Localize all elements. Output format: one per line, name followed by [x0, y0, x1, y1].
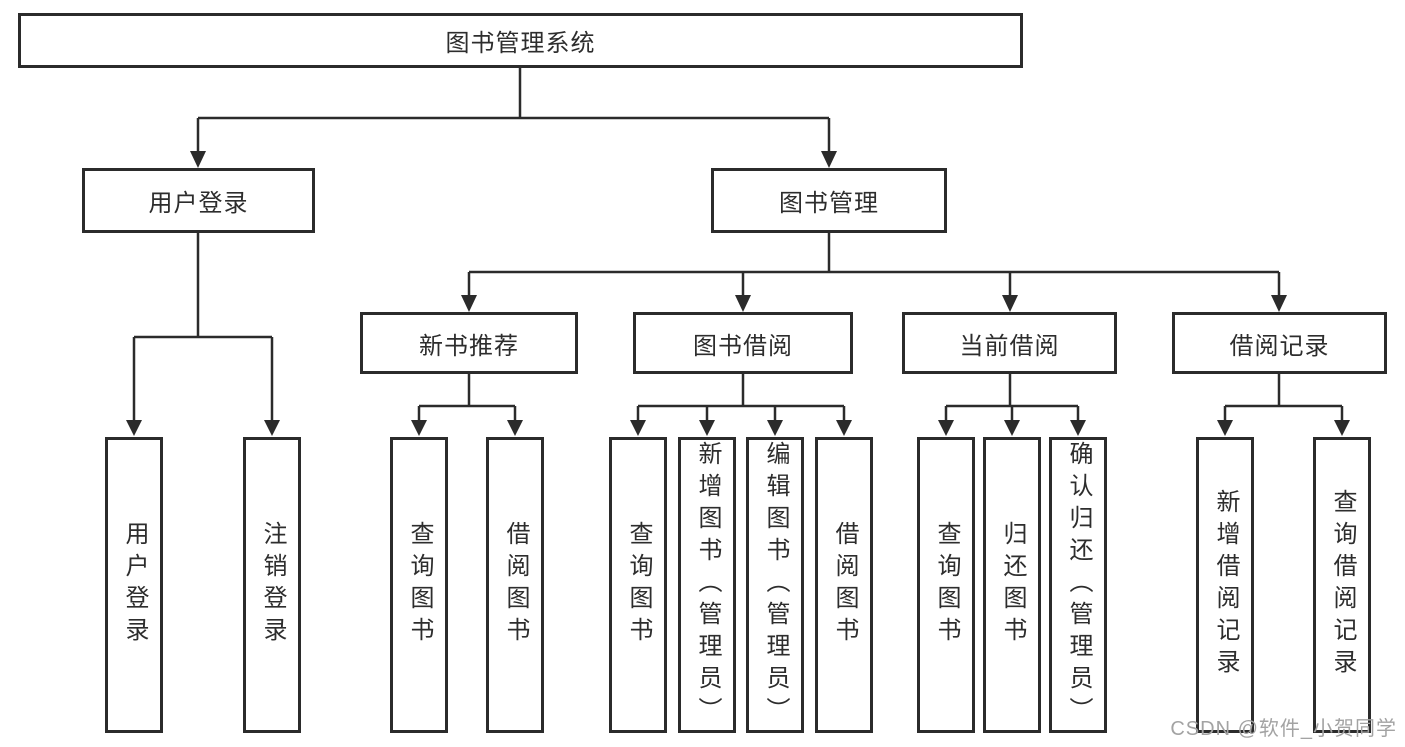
leaf-query-borrow-record: 查询借阅记录 [1313, 437, 1371, 733]
leaf-user-login: 用户登录 [105, 437, 163, 733]
leaf-query-books-current: 查询图书 [917, 437, 975, 733]
leaf-add-books-admin: 新增图书（管理员） [678, 437, 736, 733]
connector-user-login-to-children [132, 233, 274, 420]
leaf-borrow-books: 借阅图书 [815, 437, 873, 733]
node-current-borrowing: 当前借阅 [902, 312, 1117, 374]
leaf-confirm-return-admin: 确认归还（管理员） [1049, 437, 1107, 733]
connector-book-borrowing-to-children [636, 374, 846, 420]
leaf-query-books-recommend: 查询图书 [390, 437, 448, 733]
node-book-borrowing: 图书借阅 [633, 312, 853, 374]
leaf-query-books-borrowing: 查询图书 [609, 437, 667, 733]
leaf-return-books: 归还图书 [983, 437, 1041, 733]
leaf-edit-books-admin: 编辑图书（管理员） [746, 437, 804, 733]
leaf-logout: 注销登录 [243, 437, 301, 733]
connector-new-book-recommend-to-children [417, 374, 517, 420]
node-borrow-records: 借阅记录 [1172, 312, 1387, 374]
leaf-borrow-books-recommend: 借阅图书 [486, 437, 544, 733]
node-user-login: 用户登录 [82, 168, 315, 233]
connector-book-management-to-children [467, 233, 1281, 295]
connector-current-borrowing-to-children [944, 374, 1080, 420]
node-library-management-system: 图书管理系统 [18, 13, 1023, 68]
csdn-watermark: CSDN @软件_小贺同学 [1170, 718, 1397, 740]
node-new-book-recommend: 新书推荐 [360, 312, 578, 374]
node-book-management: 图书管理 [711, 168, 947, 233]
connector-root-to-children [196, 68, 831, 151]
leaf-add-borrow-record: 新增借阅记录 [1196, 437, 1254, 733]
connector-borrow-records-to-children [1223, 374, 1344, 420]
